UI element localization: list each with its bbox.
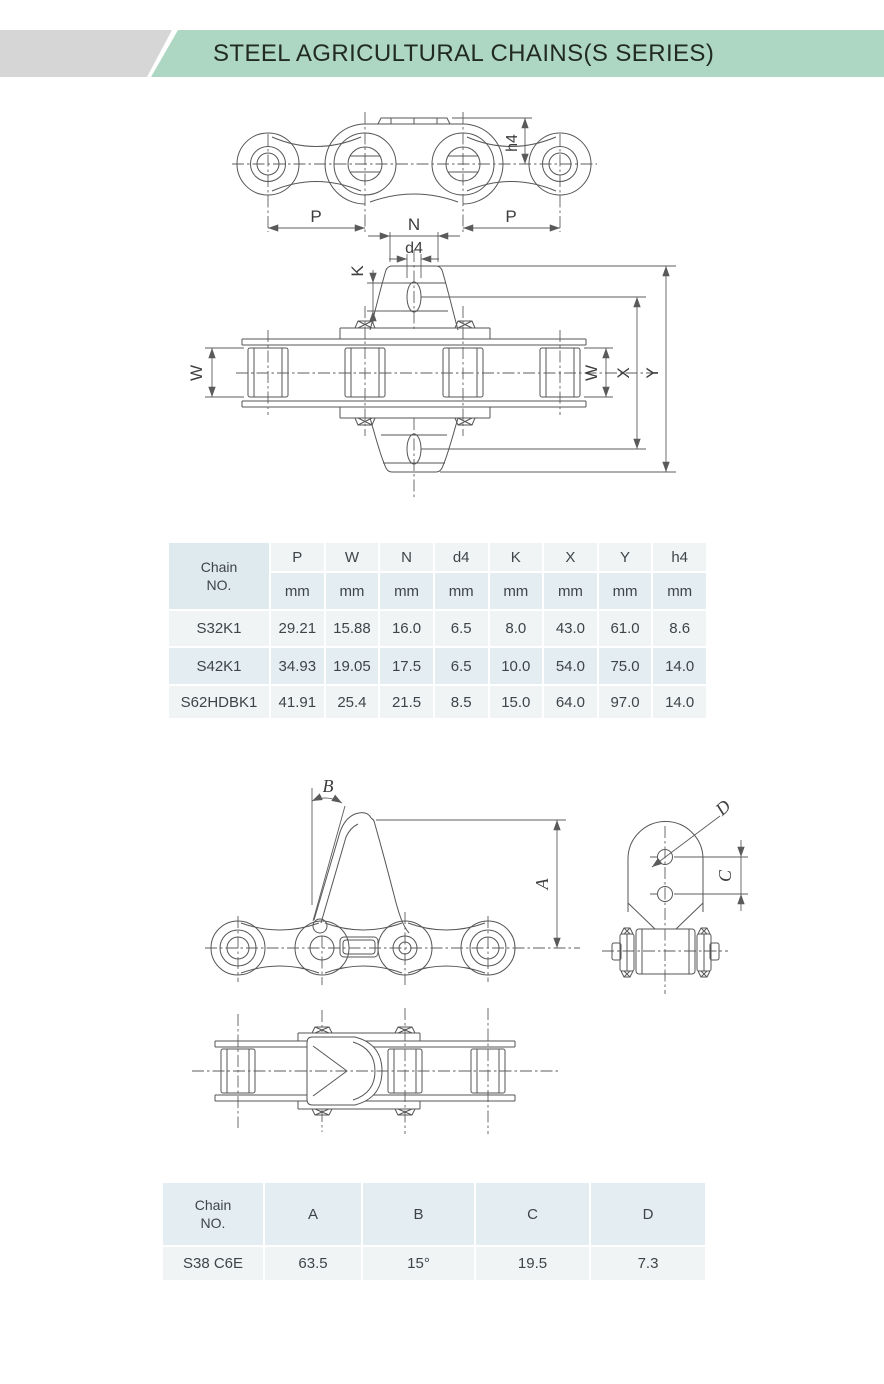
table-cell: 10.0 (489, 648, 543, 684)
table-cell: 7.3 (591, 1247, 705, 1280)
table-cell: 19.5 (476, 1247, 589, 1280)
table-cell: 15.88 (325, 611, 379, 646)
chain-no-line2: NO. (206, 577, 232, 593)
hook-chain-plan-view (192, 1008, 558, 1134)
table-cell: 41.91 (271, 686, 324, 718)
table-row-chain-no: S38 C6E (163, 1247, 263, 1280)
table2-col-header: B (363, 1183, 474, 1245)
table2-col-header: C (476, 1183, 589, 1245)
table-cell: 17.5 (380, 648, 433, 684)
table1-unit-cell: mm (544, 573, 597, 609)
dim-label-d4: d4 (405, 240, 423, 257)
chain-no-line2: NO. (200, 1215, 226, 1231)
table1-unit-cell: mm (271, 573, 324, 609)
table1-col-header: X (544, 543, 597, 571)
table-cell: 75.0 (598, 648, 652, 684)
table1-chain-no-header: Chain NO. (169, 543, 269, 609)
dim-label-p-left: P (310, 207, 321, 226)
header-green-band (151, 30, 884, 77)
table-cell: 16.0 (380, 611, 433, 646)
table-cell: 21.5 (380, 686, 433, 718)
table-cell: 14.0 (653, 686, 706, 718)
dim-label-n: N (408, 215, 420, 234)
table1-col-header: Y (598, 543, 652, 571)
chain-no-line1: Chain (200, 559, 238, 575)
s-series-dimensions-table: Chain NO. P W N d4 K X Y h4 mm mm mm mm … (169, 543, 706, 718)
table-cell: 8.5 (434, 686, 488, 718)
table-cell: 97.0 (598, 686, 652, 718)
table-cell: 6.5 (434, 648, 488, 684)
table-cell: 8.0 (489, 611, 543, 646)
table1-unit-cell: mm (489, 573, 543, 609)
upper-technical-drawing: h4 P P (187, 95, 884, 505)
table-cell: 29.21 (271, 611, 324, 646)
dim-label-c: C (715, 869, 735, 882)
table1-col-header: W (325, 543, 379, 571)
table-cell: 63.5 (265, 1247, 361, 1280)
table-cell: 61.0 (598, 611, 652, 646)
table-cell: 25.4 (325, 686, 379, 718)
table-cell: 64.0 (544, 686, 597, 718)
hook-chain-side-view: B A (205, 776, 580, 985)
lower-technical-drawing: B A C D (0, 776, 884, 1180)
table1-unit-cell: mm (380, 573, 433, 609)
table-cell: 8.6 (653, 611, 706, 646)
table1-unit-cell: mm (434, 573, 488, 609)
table1-col-header: P (271, 543, 324, 571)
table-cell: 43.0 (544, 611, 597, 646)
chain-no-line1: Chain (194, 1197, 232, 1213)
table1-unit-cell: mm (598, 573, 652, 609)
table-cell: 34.93 (271, 648, 324, 684)
dim-label-d: D (711, 796, 735, 820)
table1-col-header: K (489, 543, 543, 571)
dim-label-h4: h4 (504, 134, 521, 152)
chain-side-view: h4 P P (232, 112, 597, 233)
table-cell: 19.05 (325, 648, 379, 684)
chain-plan-view: N d4 K W W X Y (187, 215, 676, 497)
s38-dimensions-table: Chain NO. A B C D S38 C6E 63.5 15° 19.5 … (163, 1183, 709, 1280)
attachment-end-view: C D (602, 796, 748, 994)
table2-col-header: D (591, 1183, 705, 1245)
page-title: STEEL AGRICULTURAL CHAINS(S SERIES) (213, 40, 715, 67)
table1-col-header: d4 (434, 543, 488, 571)
table-cell: 15.0 (489, 686, 543, 718)
dim-label-y: Y (643, 367, 662, 378)
table1-unit-cell: mm (653, 573, 706, 609)
table-row-chain-no: S32K1 (169, 611, 269, 646)
table-row-chain-no: S42K1 (169, 648, 269, 684)
dim-label-w-right: W (582, 365, 601, 381)
table-row-chain-no: S62HDBK1 (169, 686, 269, 718)
dim-label-w-left: W (187, 365, 206, 381)
dim-label-b: B (323, 776, 334, 796)
dim-label-k: K (348, 265, 367, 277)
header-gray-band (0, 30, 172, 77)
table-cell: 15° (363, 1247, 474, 1280)
table2-col-header: A (265, 1183, 361, 1245)
table2-chain-no-header: Chain NO. (163, 1183, 263, 1245)
table1-col-header: N (380, 543, 433, 571)
dim-label-p-right: P (505, 207, 516, 226)
table1-col-header: h4 (653, 543, 706, 571)
dim-label-x: X (614, 367, 633, 378)
table-cell: 14.0 (653, 648, 706, 684)
table1-unit-cell: mm (325, 573, 379, 609)
dim-label-a: A (532, 878, 552, 891)
table-cell: 6.5 (434, 611, 488, 646)
table-cell: 54.0 (544, 648, 597, 684)
